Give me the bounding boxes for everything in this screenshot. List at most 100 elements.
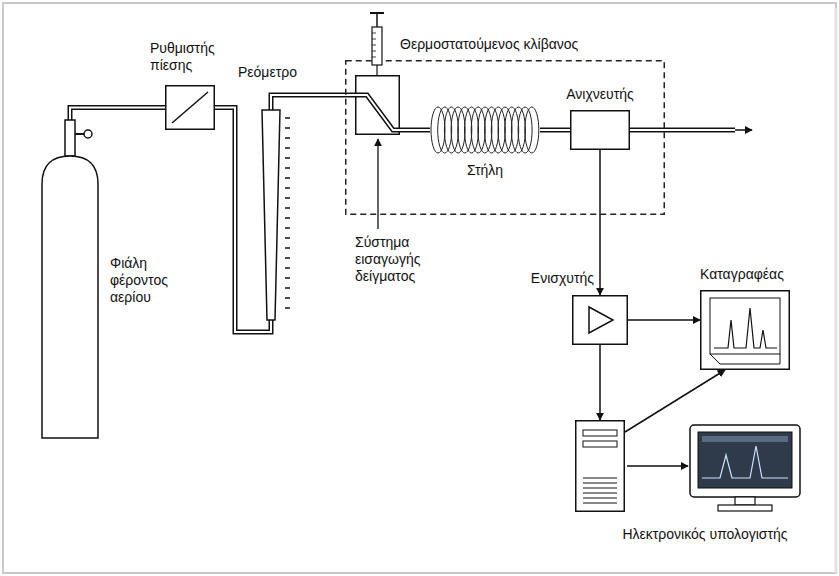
- component-label: Φιάλη φέροντος αερίου: [110, 255, 190, 305]
- gas-line: [540, 130, 570, 131]
- scale-tick: [285, 157, 290, 159]
- computer: Ηλεκτρονικός υπολογιστής: [575, 420, 625, 512]
- vent-slot: [583, 478, 617, 479]
- scale-tick: [285, 267, 290, 269]
- signal-path: [599, 345, 601, 420]
- computer-shape: [575, 420, 625, 512]
- scale-tick: [285, 127, 290, 129]
- scale-tick: [285, 237, 290, 239]
- injector-liner: [355, 95, 400, 130]
- detector-shape: [570, 110, 630, 150]
- syringe-thumb: [370, 12, 384, 14]
- thermostatted-oven: Θερμοστατούμενος κλίβανοςΣύστημα εισαγωγ…: [345, 60, 665, 215]
- chart-paper: [710, 298, 780, 354]
- gas-line: [400, 130, 430, 131]
- vent-slot: [583, 493, 617, 494]
- amplifier-symbol: [589, 307, 613, 333]
- box-outline: [573, 296, 628, 345]
- tube-wall: [70, 108, 165, 121]
- gas-cylinder: Φιάλη φέροντος αερίου: [40, 120, 100, 440]
- component-label: Καταγραφέας: [700, 266, 810, 283]
- gas-cylinder-shape: [40, 120, 100, 440]
- tube-bore: [540, 129, 570, 131]
- signal-line: [628, 320, 700, 321]
- box-outline: [571, 111, 630, 150]
- cylinder-body: [42, 156, 98, 438]
- column-shape: [430, 105, 540, 155]
- injector: Σύστημα εισαγωγής δείγματος: [355, 75, 400, 135]
- regulator-diaphragm: [172, 92, 208, 123]
- scale-tick: [285, 117, 290, 119]
- tube-wall: [540, 128, 570, 133]
- detector: Ανιχνευτής: [570, 110, 630, 150]
- scale-tick: [285, 277, 290, 279]
- scale-tick: [285, 247, 290, 249]
- amplifier-shape: [572, 295, 628, 345]
- scale-tick: [285, 227, 290, 229]
- valve-spindle: [75, 133, 84, 135]
- syringe-barrel: [372, 27, 382, 65]
- box-outline: [166, 86, 215, 130]
- recorder-shape: [700, 290, 790, 370]
- scale-tick: [285, 147, 290, 149]
- scale-tick: [285, 177, 290, 179]
- picture-frame: [3, 3, 836, 573]
- leader-arrow: [377, 139, 378, 229]
- component-label: Ανιχνευτής: [555, 86, 645, 103]
- box-outline: [356, 76, 400, 135]
- signal-arrow: [627, 465, 688, 467]
- signal-path: [628, 319, 700, 321]
- scale-tick: [285, 307, 290, 309]
- disk-drive: [583, 441, 617, 447]
- column-coil: [525, 107, 539, 153]
- signal-path: [625, 370, 725, 432]
- valve-handwheel: [84, 130, 92, 138]
- pressure-regulator-shape: [165, 85, 215, 130]
- flowmeter-tube: [262, 110, 280, 320]
- injector-shape: [355, 75, 400, 135]
- recorder: Καταγραφέας: [700, 290, 790, 370]
- syringe-graduation: [372, 45, 376, 46]
- scale-tick: [285, 167, 290, 169]
- scale-tick: [285, 197, 290, 199]
- box-outline: [576, 421, 625, 512]
- outlet-tube: [630, 130, 752, 131]
- amplifier: Ενισχυτής: [572, 295, 628, 345]
- tube-bore: [271, 95, 355, 110]
- tube-bore: [400, 129, 430, 131]
- flowmeter: Ρεόμετρο: [262, 110, 280, 320]
- gas-line: [70, 108, 165, 121]
- frame-shadow: [835, 8, 838, 573]
- flowmeter-shape: [262, 110, 280, 320]
- injector-liner-bore: [355, 95, 400, 130]
- component-label: Ρεόμετρο: [238, 64, 328, 81]
- scale-tick: [285, 287, 290, 289]
- component-label: Θερμοστατούμενος κλίβανος: [400, 36, 660, 53]
- scale-tick: [285, 257, 290, 259]
- component-label: Ρυθμιστής πίεσης: [150, 40, 235, 74]
- syringe-graduation: [372, 51, 376, 52]
- valve-stem: [65, 120, 75, 156]
- monitor: [690, 425, 800, 511]
- oven-outline: [346, 61, 665, 215]
- vent-slot: [583, 498, 617, 499]
- gas-line: [271, 95, 355, 110]
- signal-line: [600, 345, 601, 420]
- vent-slot: [583, 488, 617, 489]
- box-outline: [701, 291, 790, 370]
- signal-line: [625, 370, 725, 432]
- paper-roll: [710, 354, 780, 364]
- tube-wall: [271, 95, 355, 110]
- scale-tick: [285, 297, 290, 299]
- vent-slot: [583, 483, 617, 484]
- disk-drive: [583, 430, 617, 436]
- scale-tick: [285, 187, 290, 189]
- component-label: Σύστημα εισαγωγής δείγματος: [355, 234, 450, 284]
- signal-path: [599, 150, 601, 295]
- tube-wall: [400, 128, 430, 133]
- vent-slot: [583, 503, 617, 504]
- syringe-graduation: [372, 39, 376, 40]
- syringe-plunger: [376, 13, 378, 27]
